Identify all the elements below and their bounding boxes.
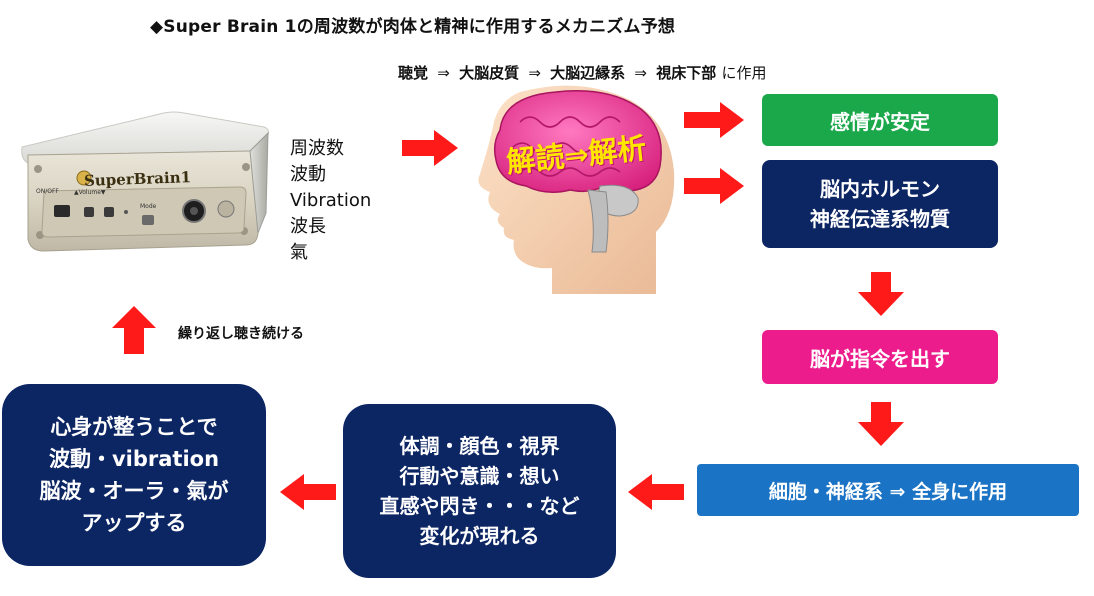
head-brain-image <box>478 85 675 294</box>
device-onoff-label: ON/OFF <box>36 188 59 195</box>
pathway-step-hearing: 聴覚 <box>398 64 429 82</box>
brain-command-text: 脳が指令を出す <box>810 346 950 371</box>
emotion-stable-box: 感情が安定 <box>762 94 998 146</box>
frequency-term: 氣 <box>290 242 308 263</box>
hormone-text-line2: 神経伝達系物質 <box>810 207 950 231</box>
changes-box: 体調・顔色・視界 行動や意識・想い 直感や閃き・・・など 変化が現れる <box>343 404 616 578</box>
arrow-left-to-result <box>280 474 336 510</box>
arrow-left-to-changes <box>628 474 684 510</box>
result-line: アップする <box>81 511 187 535</box>
pathway-line: 聴覚 ⇒ 大脳皮質 ⇒ 大脳辺縁系 ⇒ 視床下部 に作用 <box>398 62 766 83</box>
frequency-term: 周波数 <box>290 138 344 159</box>
cells-nervous-text: 細胞・神経系 ⇒ 全身に作用 <box>768 480 1008 503</box>
cells-nervous-box: 細胞・神経系 ⇒ 全身に作用 <box>697 464 1079 516</box>
changes-line: 変化が現れる <box>419 524 540 548</box>
frequency-term: 波長 <box>290 216 326 237</box>
brain-command-box: 脳が指令を出す <box>762 330 998 384</box>
arrow-right-to-hormone <box>684 168 744 204</box>
pathway-suffix: に作用 <box>721 64 767 82</box>
super-brain-device-image <box>21 111 269 252</box>
hormone-box: 脳内ホルモン 神経伝達系物質 <box>762 160 998 248</box>
pathway-step-cortex: 大脳皮質 <box>459 64 520 82</box>
emotion-stable-text: 感情が安定 <box>830 109 930 134</box>
arrow-right-to-emotion <box>684 102 744 138</box>
changes-line: 行動や意識・想い <box>399 464 560 488</box>
frequency-terms-list: 周波数 波動 Vibration 波長 氣 <box>290 136 371 266</box>
frequency-term: Vibration <box>290 190 372 211</box>
result-line: 心身が整うことで <box>50 415 218 439</box>
diagram-title: ◆Super Brain 1の周波数が肉体と精神に作用するメカニズム予想 <box>150 17 676 37</box>
pathway-step-hypothalamus: 視床下部 <box>656 64 717 82</box>
arrow-down-to-cells <box>858 402 904 446</box>
device-volume-label: ▲Volume▼ <box>74 189 106 196</box>
arrow-up-loop <box>112 306 156 354</box>
device-mode-label: Mode <box>140 203 157 210</box>
pathway-arrow-2: ⇒ <box>528 64 541 82</box>
result-line: 波動・vibration <box>48 447 220 471</box>
changes-line: 体調・顔色・視界 <box>399 434 560 458</box>
arrow-right-to-head <box>402 130 458 166</box>
device-brand-label: SuperBrain1 <box>83 168 192 190</box>
arrow-down-to-command <box>858 272 904 316</box>
pathway-arrow-1: ⇒ <box>437 64 450 82</box>
pathway-step-limbic: 大脳辺縁系 <box>550 64 626 82</box>
frequency-term: 波動 <box>290 164 326 185</box>
result-line: 脳波・オーラ・氣が <box>39 479 229 503</box>
result-box: 心身が整うことで 波動・vibration 脳波・オーラ・氣が アップする <box>2 384 266 566</box>
hormone-text-line1: 脳内ホルモン <box>820 177 940 201</box>
loop-label: 繰り返し聴き続ける <box>178 326 304 342</box>
pathway-arrow-3: ⇒ <box>634 64 647 82</box>
changes-line: 直感や閃き・・・など <box>379 494 580 518</box>
